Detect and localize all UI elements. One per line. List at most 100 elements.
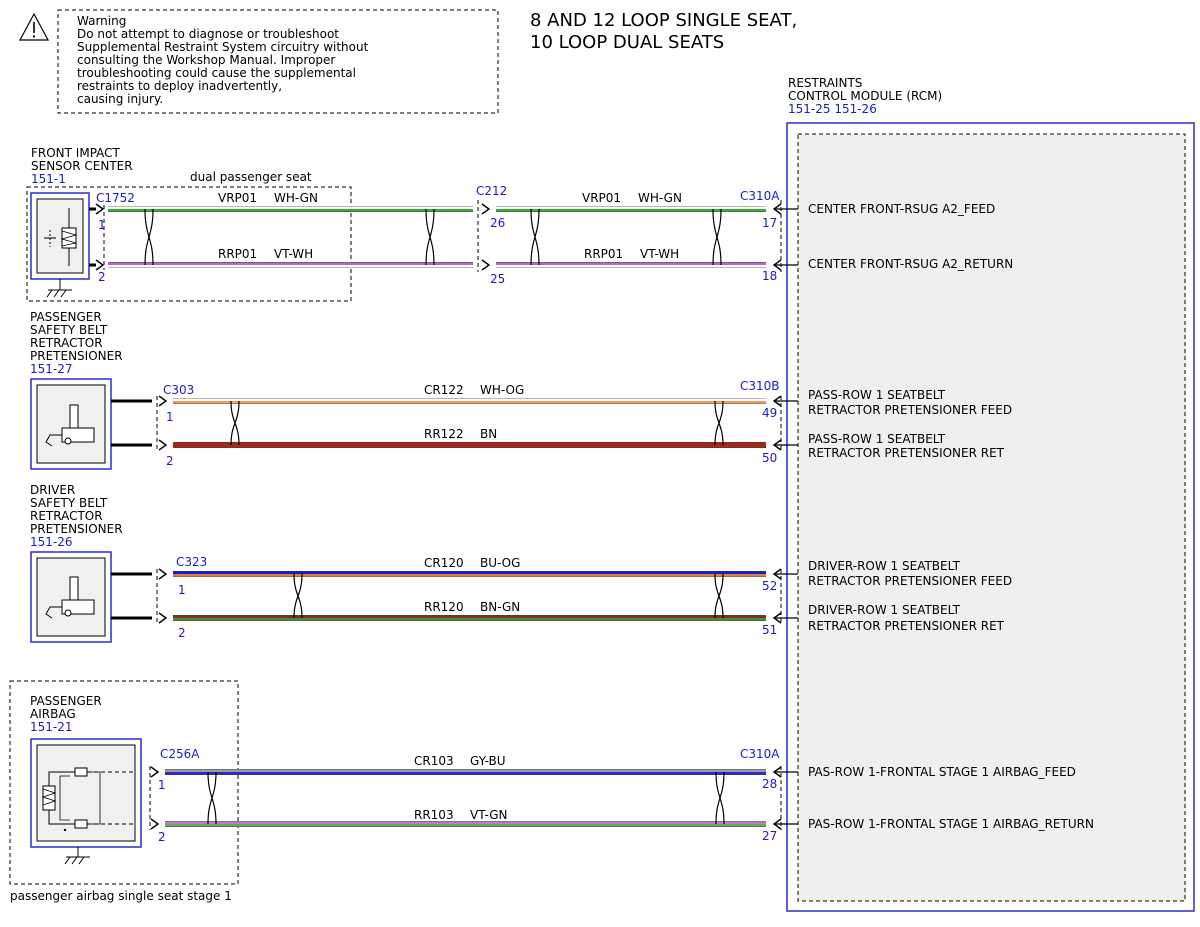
connector-pin: 49 xyxy=(762,406,777,420)
wire-circuit: CR120 xyxy=(424,556,464,570)
wire-circuit: RR122 xyxy=(424,427,464,441)
connector-pin: 25 xyxy=(490,272,505,286)
warning-triangle-icon xyxy=(18,12,50,41)
twisted-pair-marker xyxy=(144,208,154,266)
twisted-pair-marker xyxy=(714,573,724,619)
connector-name: C323 xyxy=(176,555,207,569)
connector-pin: 2 xyxy=(178,626,186,640)
ground-symbol-icon xyxy=(64,847,90,865)
component-name: DRIVER xyxy=(30,483,75,497)
connector-arrow xyxy=(150,818,160,830)
connector-pin: 51 xyxy=(762,623,777,637)
wire-color-code: VT-WH xyxy=(640,247,679,261)
component-name: SENSOR CENTER xyxy=(31,159,133,173)
connector-pin: 28 xyxy=(762,777,777,791)
twisted-pair-marker xyxy=(230,400,240,446)
component-name: RETRACTOR xyxy=(30,509,103,523)
connector-arrow xyxy=(158,612,168,624)
connector-arrow xyxy=(481,203,491,215)
wire-color-code: WH-OG xyxy=(480,383,524,397)
rcm-signal: RETRACTOR PRETENSIONER FEED xyxy=(808,574,1012,588)
rcm-signal: DRIVER-ROW 1 SEATBELT xyxy=(808,603,961,617)
dual-seat-note: dual passenger seat xyxy=(190,170,312,184)
wire-circuit: CR103 xyxy=(414,754,454,768)
wire-color-code: VT-WH xyxy=(274,247,313,261)
connector-pin: 1 xyxy=(158,778,166,792)
warning-line: consulting the Workshop Manual. Improper xyxy=(77,53,335,67)
component-ref: 151-1 xyxy=(31,172,66,186)
component-name: SAFETY BELT xyxy=(30,323,108,337)
component-ref: 151-21 xyxy=(30,720,73,734)
connector-pin: 27 xyxy=(762,829,777,843)
wire-color-code: WH-GN xyxy=(638,191,682,205)
connector-arrow xyxy=(95,259,105,271)
driver-pretensioner: DRIVER SAFETY BELT RETRACTOR PRETENSIONE… xyxy=(30,483,123,643)
connector-arrow xyxy=(158,395,168,407)
connector-pin: 17 xyxy=(762,216,777,230)
single-seat-note: passenger airbag single seat stage 1 xyxy=(10,889,232,903)
wire-circuit: RRP01 xyxy=(584,247,623,261)
wire-circuit: RR120 xyxy=(424,600,464,614)
twisted-pair-marker xyxy=(207,771,217,825)
component-name: PRETENSIONER xyxy=(30,349,123,363)
warning-line: Do not attempt to diagnose or troublesho… xyxy=(77,27,339,41)
component-name: PRETENSIONER xyxy=(30,522,123,536)
pretensioner-icon xyxy=(36,384,106,464)
wire-circuit: VRP01 xyxy=(218,191,257,205)
connector-labels: C1752 1 2 C212 26 25 C310A 17 18 C303 1 … xyxy=(96,184,780,844)
rcm-signal: PASS-ROW 1 SEATBELT xyxy=(808,388,946,402)
single-seat-boundary xyxy=(9,680,239,885)
warning-line: Warning xyxy=(77,14,126,28)
warning-line: causing injury. xyxy=(77,92,163,106)
wire-color-code: GY-BU xyxy=(470,754,506,768)
connector-pin: 1 xyxy=(166,410,174,424)
diagram-title: 10 LOOP DUAL SEATS xyxy=(530,32,724,53)
front-impact-sensor: FRONT IMPACT SENSOR CENTER 151-1 dual pa… xyxy=(26,146,352,302)
rcm-name: RESTRAINTS xyxy=(788,76,862,90)
connector-name: C212 xyxy=(476,184,507,198)
wire-color-code: BN-GN xyxy=(480,600,520,614)
rcm-signal: DRIVER-ROW 1 SEATBELT xyxy=(808,559,961,573)
impact-sensor-icon xyxy=(36,198,84,274)
rcm-signal: CENTER FRONT-RSUG A2_RETURN xyxy=(808,257,1013,271)
connector-name: C1752 xyxy=(96,191,135,205)
twisted-pair-marker xyxy=(715,771,725,825)
connector-name: C310A xyxy=(740,189,780,203)
rcm-ref: 151-25 151-26 xyxy=(788,102,877,116)
connector-arrow xyxy=(95,203,105,215)
twisted-pair-marker xyxy=(530,208,540,266)
twisted-pair-marker xyxy=(293,573,303,619)
dual-seat-boundary xyxy=(26,186,352,302)
warning-line: troubleshooting could cause the suppleme… xyxy=(77,66,356,80)
component-name: AIRBAG xyxy=(30,707,76,721)
rcm-name: CONTROL MODULE (RCM) xyxy=(788,89,942,103)
connector-pin: 52 xyxy=(762,579,777,593)
warning-line: Supplemental Restraint System circuitry … xyxy=(77,40,369,54)
rcm-signal: RETRACTOR PRETENSIONER FEED xyxy=(808,403,1012,417)
wire-circuit: VRP01 xyxy=(582,191,621,205)
connector-pin: 2 xyxy=(166,454,174,468)
rcm-signal: PAS-ROW 1-FRONTAL STAGE 1 AIRBAG_RETURN xyxy=(808,817,1094,831)
connector-name: C310B xyxy=(740,379,780,393)
circuit-labels: VRP01 WH-GN VRP01 WH-GN RRP01 VT-WH RRP0… xyxy=(218,191,682,822)
wire-circuit: RR103 xyxy=(414,808,454,822)
connector-arrow xyxy=(481,259,491,271)
twisted-pair-marker xyxy=(712,208,722,266)
rcm-signal: PASS-ROW 1 SEATBELT xyxy=(808,432,946,446)
rcm-signal: CENTER FRONT-RSUG A2_FEED xyxy=(808,202,995,216)
rcm-signal: RETRACTOR PRETENSIONER RET xyxy=(808,446,1005,460)
component-ref: 151-27 xyxy=(30,362,73,376)
twisted-pair-marker xyxy=(425,208,435,266)
warning-line: restraints to deploy inadvertently, xyxy=(77,79,282,93)
connector-pin: 2 xyxy=(158,830,166,844)
wire-circuit: RRP01 xyxy=(218,247,257,261)
wire-color-code: BN xyxy=(480,427,497,441)
wire-color-code: VT-GN xyxy=(470,808,507,822)
passenger-pretensioner: PASSENGER SAFETY BELT RETRACTOR PRETENSI… xyxy=(30,310,123,470)
twisted-pair-marker xyxy=(714,400,724,446)
connector-name: C303 xyxy=(163,383,194,397)
wire-color-code: WH-GN xyxy=(274,191,318,205)
connector-pin: 1 xyxy=(178,583,186,597)
component-name: FRONT IMPACT xyxy=(31,146,121,160)
